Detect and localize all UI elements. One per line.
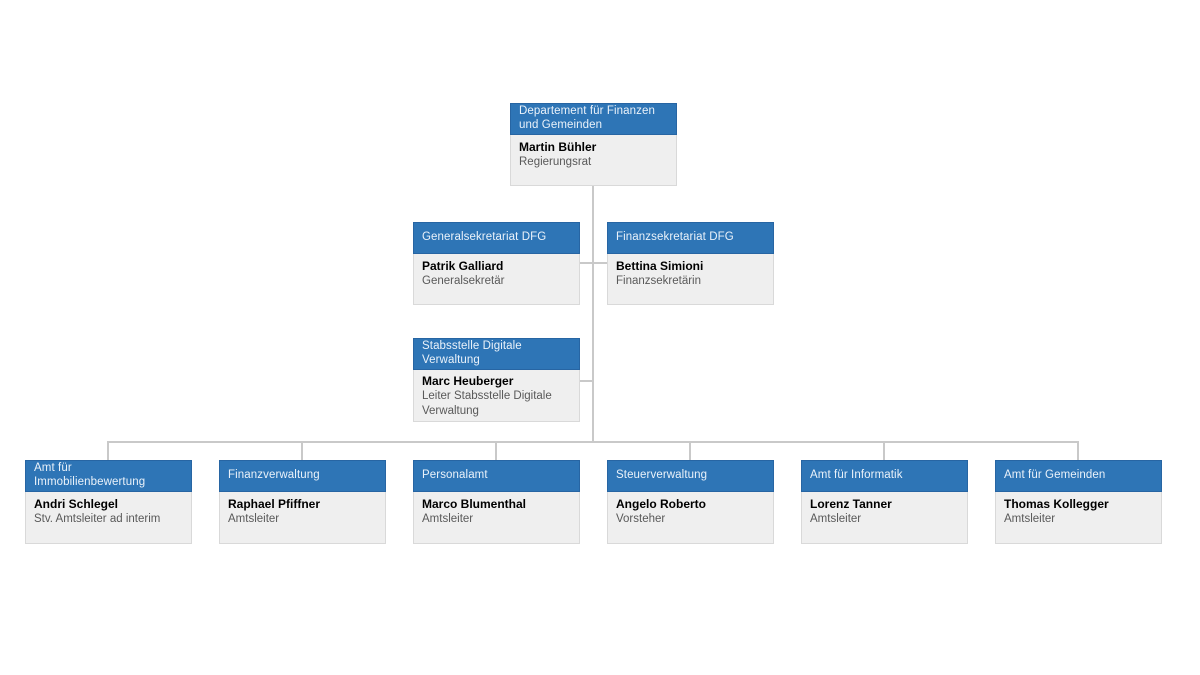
org-node-person: Marco Blumenthal — [422, 497, 527, 511]
org-node-title: Amt für Informatik — [801, 460, 968, 492]
org-node-title: Departement für Finanzen und Gemeinden — [510, 103, 677, 135]
org-node-title: Stabsstelle Digitale Verwaltung — [413, 338, 580, 370]
connector-finanzsekretariat — [593, 262, 607, 264]
org-node-role: Finanzsekretärin — [616, 275, 702, 287]
org-node-person: Martin Bühler — [519, 140, 597, 154]
org-node-steuerverwaltung: Steuerverwaltung Angelo Roberto Vorstehe… — [607, 460, 774, 544]
org-node-role: Vorsteher — [616, 513, 666, 525]
org-node-role: Stv. Amtsleiter ad interim — [34, 513, 161, 525]
org-node-title: Amt für Immobilienbewertung — [25, 460, 192, 492]
connector-drop-finanzverwaltung — [301, 441, 303, 460]
connector-drop-steuerverwaltung — [689, 441, 691, 460]
org-node-role: Amtsleiter — [228, 513, 280, 525]
connector-generalsekretariat — [579, 262, 593, 264]
org-node-personalamt: Personalamt Marco Blumenthal Amtsleiter — [413, 460, 580, 544]
org-node-person: Andri Schlegel — [34, 497, 119, 511]
org-node-departement: Departement für Finanzen und Gemeinden M… — [510, 103, 677, 186]
org-node-title: Steuerverwaltung — [607, 460, 774, 492]
connector-bottom-horizontal — [107, 441, 1079, 443]
connector-stabsstelle — [579, 380, 593, 382]
connector-drop-personalamt — [495, 441, 497, 460]
org-node-person: Bettina Simioni — [616, 259, 704, 273]
org-node-finanzsekretariat: Finanzsekretariat DFG Bettina Simioni Fi… — [607, 222, 774, 305]
org-node-person: Lorenz Tanner — [810, 497, 892, 511]
org-node-amt-fuer-gemeinden: Amt für Gemeinden Thomas Kollegger Amtsl… — [995, 460, 1162, 544]
org-node-person: Patrik Galliard — [422, 259, 504, 273]
org-node-generalsekretariat: Generalsekretariat DFG Patrik Galliard G… — [413, 222, 580, 305]
org-node-amt-fuer-immobilienbewertung: Amt für Immobilienbewertung Andri Schleg… — [25, 460, 192, 544]
org-node-person: Thomas Kollegger — [1004, 497, 1109, 511]
org-node-title: Generalsekretariat DFG — [413, 222, 580, 254]
org-node-title: Personalamt — [413, 460, 580, 492]
org-node-title: Finanzverwaltung — [219, 460, 386, 492]
connector-drop-gemeinden — [1077, 441, 1079, 460]
org-node-role: Amtsleiter — [1004, 513, 1056, 525]
org-node-person: Marc Heuberger — [422, 374, 514, 388]
connector-main-vertical — [592, 186, 594, 443]
org-node-role: Generalsekretär — [422, 275, 505, 287]
org-node-role: Leiter Stabsstelle Digitale Verwaltung — [422, 390, 552, 417]
org-node-role: Amtsleiter — [422, 513, 474, 525]
org-node-title: Finanzsekretariat DFG — [607, 222, 774, 254]
org-node-person: Angelo Roberto — [616, 497, 706, 511]
org-node-finanzverwaltung: Finanzverwaltung Raphael Pfiffner Amtsle… — [219, 460, 386, 544]
org-node-role: Regierungsrat — [519, 156, 592, 168]
org-node-role: Amtsleiter — [810, 513, 862, 525]
org-node-person: Raphael Pfiffner — [228, 497, 321, 511]
org-node-stabsstelle-digitale-verwaltung: Stabsstelle Digitale Verwaltung Marc Heu… — [413, 338, 580, 422]
connector-drop-immobilienbewertung — [107, 441, 109, 460]
org-node-amt-fuer-informatik: Amt für Informatik Lorenz Tanner Amtslei… — [801, 460, 968, 544]
connector-drop-informatik — [883, 441, 885, 460]
org-node-title: Amt für Gemeinden — [995, 460, 1162, 492]
